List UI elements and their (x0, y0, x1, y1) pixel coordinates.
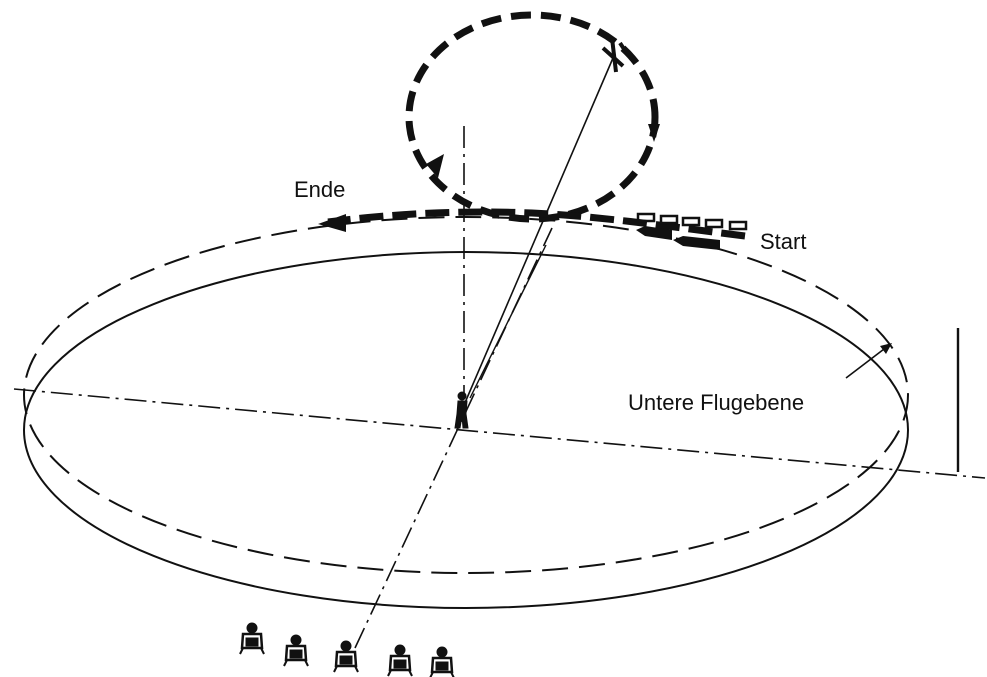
judge-icon (429, 646, 455, 677)
judge-icon (239, 622, 265, 655)
lower-plane-pointer (845, 345, 889, 379)
start-arrow-2 (636, 226, 672, 240)
pilot-icon (454, 391, 469, 429)
airplane-icon (601, 37, 626, 73)
control-line (463, 57, 614, 406)
flight-path-to-end (327, 208, 746, 240)
judge-icon (387, 644, 413, 677)
lower-plane-pointer-head (880, 343, 892, 354)
inner-flight-circle (23, 251, 909, 609)
start-arrow-1 (673, 236, 720, 250)
judges-group (239, 622, 455, 677)
lower-flight-plane-circle (23, 216, 909, 574)
start-segment-markers (636, 212, 748, 231)
control-line-lower (469, 244, 547, 399)
loop-flight-path (405, 11, 659, 223)
horizontal-center-axis (13, 388, 986, 479)
lower-flight-plane-label: Untere Flugebene (628, 390, 804, 415)
end-arrow (318, 214, 346, 232)
loop-direction-arrow-right (648, 124, 660, 142)
judge-icon (283, 634, 309, 667)
end-label: Ende (294, 177, 345, 202)
start-label: Start (760, 229, 806, 254)
judge-icon (333, 640, 359, 673)
loop-direction-arrow-left (426, 154, 444, 178)
